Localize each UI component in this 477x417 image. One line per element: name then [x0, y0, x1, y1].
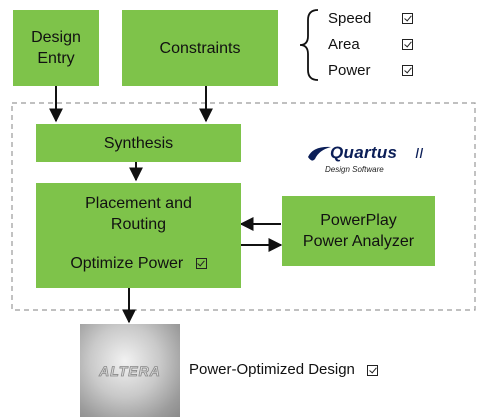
- check-box-icon: [195, 258, 207, 270]
- design-entry-line-2: Entry: [37, 50, 75, 67]
- placement-label-line-2: Routing: [110, 216, 167, 233]
- requirements-brace: [299, 9, 319, 81]
- constraints-box: Constraints: [122, 10, 278, 86]
- power-optimized-design: Power-Optimized Design: [189, 361, 379, 379]
- check-box-icon: [367, 364, 379, 376]
- design-entry-line-1: Design: [31, 29, 81, 46]
- synthesis-label: Synthesis: [103, 134, 174, 152]
- quartus-logo-roman: II: [415, 145, 424, 162]
- placement-routing-box: Placement and Routing Optimize Power: [36, 183, 241, 288]
- requirement-power: Power: [328, 62, 413, 80]
- quartus-logo: Quartus II Design Software: [305, 143, 425, 177]
- power-optimized-design-label: Power-Optimized Design: [189, 361, 355, 378]
- synthesis-box: Synthesis: [36, 124, 241, 162]
- requirement-speed: Speed: [328, 10, 413, 28]
- quartus-boundary: [11, 102, 476, 311]
- check-box-icon: [402, 13, 413, 24]
- altera-chip-image: ALTERA: [80, 324, 180, 417]
- requirement-power-label: Power: [328, 62, 371, 79]
- requirement-area: Area: [328, 36, 413, 54]
- placement-label-line-1: Placement and: [85, 195, 192, 212]
- requirement-area-label: Area: [328, 36, 360, 53]
- altera-chip-logo: ALTERA: [99, 362, 161, 379]
- optimize-power-label: Optimize Power: [70, 255, 184, 272]
- check-box-icon: [402, 65, 413, 76]
- powerplay-line-2: Power Analyzer: [302, 233, 415, 250]
- powerplay-box: PowerPlay Power Analyzer: [282, 196, 435, 266]
- constraints-label: Constraints: [159, 39, 241, 57]
- check-box-icon: [402, 39, 413, 50]
- design-entry-box: Design Entry: [13, 10, 99, 86]
- powerplay-line-1: PowerPlay: [320, 212, 397, 229]
- requirement-speed-label: Speed: [328, 10, 372, 27]
- optimize-power-row: Optimize Power: [70, 253, 207, 274]
- quartus-logo-word: Quartus: [330, 143, 398, 162]
- quartus-swoosh-icon: [308, 146, 331, 161]
- quartus-logo-subtitle: Design Software: [325, 165, 384, 174]
